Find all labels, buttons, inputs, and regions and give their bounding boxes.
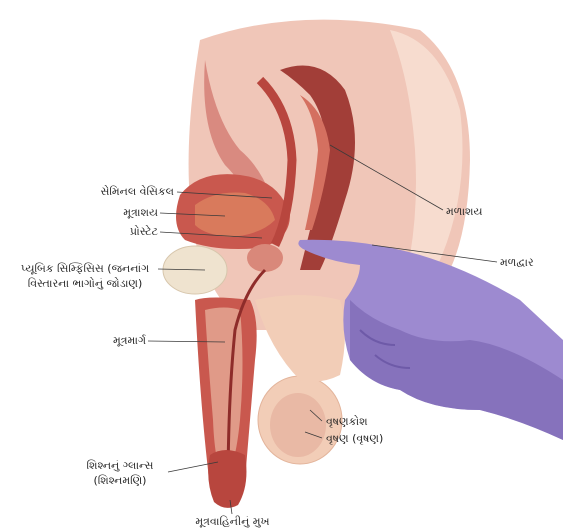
label-pubic-symphysis-line2: વિસ્તારના ભાગોનું જોડાણ): [10, 276, 160, 291]
label-anus: મળદ્વાર: [500, 255, 534, 270]
label-prostate: પ્રોસ્ટેટ: [60, 224, 158, 239]
label-urethral-opening: મૂત્રવાહિનીનું મુખ: [170, 514, 295, 529]
label-scrotum: વૃષણકોશ: [326, 414, 368, 429]
label-bladder: મૂત્રાશય: [60, 205, 158, 220]
prostate: [247, 244, 283, 272]
testis: [270, 393, 326, 457]
label-glans-line2: (શિશ્નમણિ): [70, 473, 170, 488]
label-seminal-vesicle: સેમિનલ વેસિકલ: [60, 184, 174, 199]
label-rectum: મળાશય: [446, 204, 483, 219]
label-glans-line1: શિશ્નનું ગ્લાન્સ: [70, 458, 170, 473]
label-pubic-symphysis: પ્યૂબિક સિમ્ફિસિસ (જનનાંગ વિસ્તારના ભાગો…: [10, 261, 160, 291]
label-glans: શિશ્નનું ગ્લાન્સ (શિશ્નમણિ): [70, 458, 170, 488]
glans: [208, 450, 246, 508]
label-pubic-symphysis-line1: પ્યૂબિક સિમ્ફિસિસ (જનનાંગ: [10, 261, 160, 276]
label-urethra: મૂત્રમાર્ગ: [60, 333, 146, 348]
label-testis: વૃષણ (વૃષણ): [326, 431, 383, 446]
perineum: [255, 295, 345, 382]
